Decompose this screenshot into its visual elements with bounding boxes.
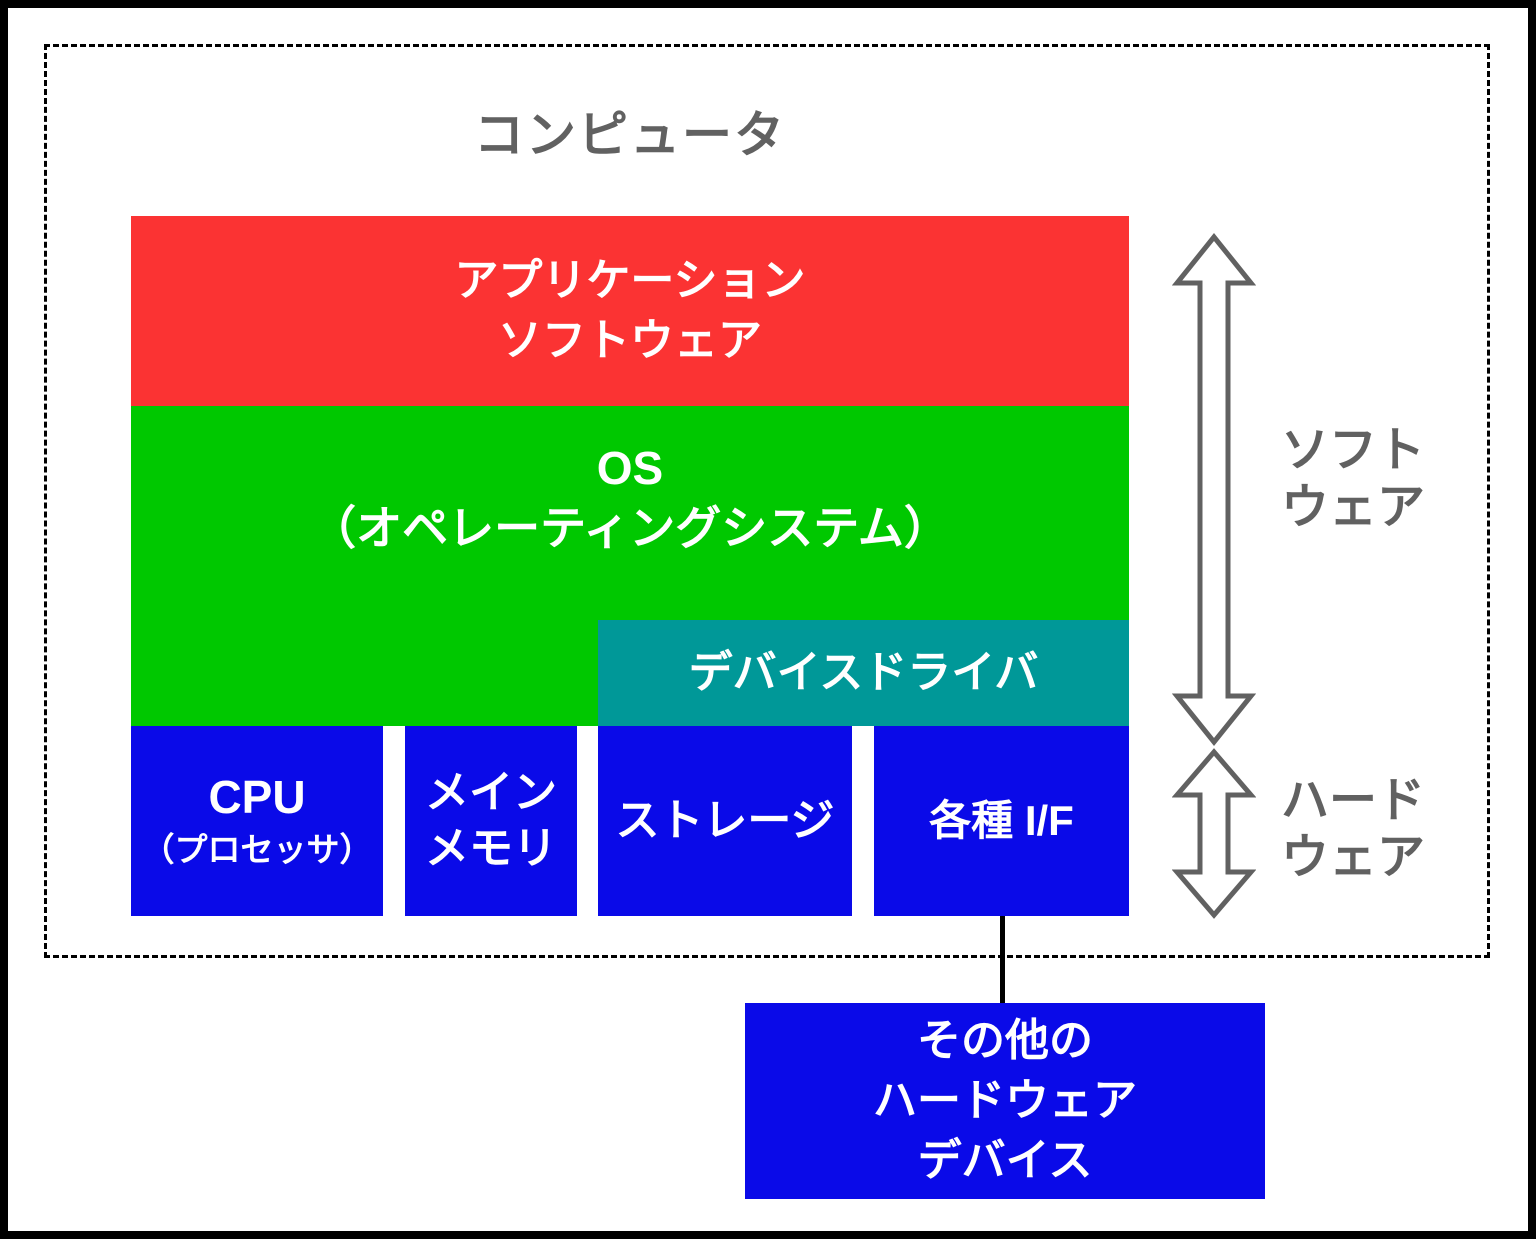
hardware-side-label: ハード ウェア (1258, 772, 1448, 886)
os-label-line2: （オペレーティングシステム） (310, 502, 950, 554)
hardware-side-label-line2: ウェア (1280, 831, 1425, 884)
software-side-label-line1: ソフト (1280, 424, 1425, 477)
cpu-label: CPU (208, 771, 306, 823)
diagram-title: コンピュータ (474, 107, 786, 163)
storage-label: ストレージ (615, 796, 835, 845)
other-hardware-label-line3: デバイス (917, 1136, 1093, 1185)
cpu-box: CPU （プロセッサ） (131, 726, 383, 916)
application-label-line1: アプリケーション (454, 256, 806, 305)
cpu-sublabel: （プロセッサ） (141, 831, 373, 868)
software-side-label: ソフト ウェア (1258, 422, 1448, 536)
storage-box: ストレージ (598, 726, 852, 916)
interface-connector-line (1000, 916, 1005, 1004)
interfaces-box: 各種 I/F (874, 726, 1129, 916)
computer-boundary-dashed-box (44, 44, 1490, 958)
interfaces-label: 各種 I/F (929, 797, 1074, 844)
other-hardware-label-line2: ハードウェア (873, 1076, 1137, 1125)
hardware-double-arrow-icon (1172, 748, 1256, 919)
hardware-side-label-line1: ハード (1280, 774, 1425, 827)
device-driver-box: デバイスドライバ (598, 620, 1129, 726)
main-memory-box: メイン メモリ (405, 726, 577, 916)
main-memory-label-line1: メイン (425, 768, 557, 817)
other-hardware-devices-box: その他の ハードウェア デバイス (745, 1003, 1265, 1199)
os-label-line1: OS (596, 442, 664, 494)
software-double-arrow-icon (1172, 233, 1256, 746)
device-driver-label: デバイスドライバ (688, 648, 1039, 697)
main-memory-label-line2: メモリ (425, 824, 557, 873)
application-software-box: アプリケーション ソフトウェア (131, 216, 1129, 406)
other-hardware-label-line1: その他の (917, 1016, 1093, 1065)
application-label-line2: ソフトウェア (498, 316, 762, 365)
software-side-label-line2: ウェア (1280, 481, 1425, 534)
